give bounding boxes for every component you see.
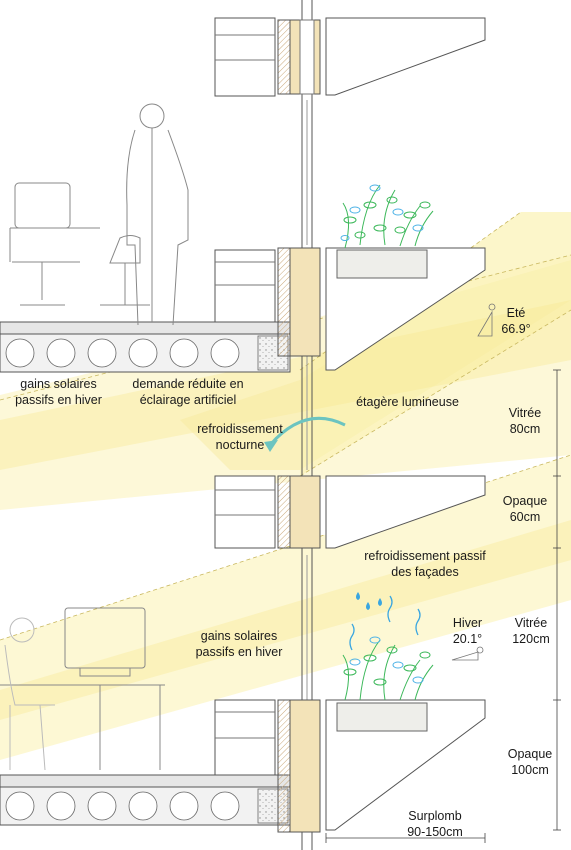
- person-seated: [4, 617, 55, 771]
- person-standing: [126, 103, 189, 326]
- water-drop-icon: [356, 592, 360, 600]
- label-facade-cooling: refroidissement passif des façades: [364, 549, 486, 579]
- planter-box-middle: [336, 249, 428, 279]
- fin-light-shelf: [325, 475, 486, 549]
- label-winter-angle: Hiver 20.1°: [452, 616, 483, 646]
- winter-sun-beam-top: [0, 255, 571, 510]
- label-opaque-60: Opaque 60cm: [502, 494, 548, 524]
- office-chair-swivel: [100, 235, 150, 306]
- office-chair-upper: [9, 182, 100, 306]
- wall-panel-opaque-100: [214, 699, 321, 833]
- label-reduced-lighting: demande réduite en éclairage artificiel: [132, 377, 244, 407]
- winter-angle-icon: [451, 651, 479, 661]
- label-summer-angle: Eté 66.9°: [501, 306, 531, 336]
- wall-panel-middle: [214, 247, 321, 357]
- wall-panel-opaque-60: [214, 475, 321, 549]
- sun-icon: [488, 303, 496, 311]
- vapor-arrow-icon: [387, 595, 393, 623]
- plants-middle: [340, 184, 434, 249]
- evaporation-icons: [349, 592, 421, 651]
- label-solar-gain-top: gains solaires passifs en hiver: [15, 377, 102, 407]
- dimension-line: [325, 369, 561, 843]
- night-cooling-arrow: [264, 416, 346, 452]
- angle-icons: [451, 303, 496, 661]
- floor-slab-upper: [0, 321, 291, 373]
- summer-angle-icon: [477, 310, 493, 337]
- summer-ray-2: [299, 309, 571, 477]
- label-overhang: Surplomb 90-150cm: [407, 809, 463, 839]
- water-drop-icon: [378, 598, 382, 606]
- planter-boxes: [336, 249, 428, 732]
- label-glazed-120: Vitrée 120cm: [512, 616, 550, 646]
- vapor-arrow-icon: [349, 623, 355, 651]
- water-drop-icon: [366, 602, 370, 610]
- sun-icon: [476, 646, 484, 654]
- winter-sun-beam-bottom: [0, 455, 571, 760]
- label-night-cooling: refroidissement nocturne: [197, 422, 283, 452]
- floor-slab-lower: [0, 774, 291, 826]
- label-opaque-100: Opaque 100cm: [507, 747, 553, 777]
- planter-box-bottom: [336, 702, 428, 732]
- wall-panel-top: [214, 17, 321, 97]
- winter-beam-bottom-core: [0, 520, 571, 720]
- desk-lower: [0, 607, 165, 770]
- label-light-shelf: étagère lumineuse: [356, 395, 459, 409]
- fin-planter-bottom: [325, 699, 486, 831]
- fin-top: [325, 17, 486, 96]
- plants-bottom: [342, 636, 434, 701]
- shading-fins: [325, 17, 486, 831]
- vapor-arrow-icon: [415, 608, 421, 636]
- label-solar-gain-bottom: gains solaires passifs en hiver: [195, 629, 283, 659]
- sun-rays: [0, 211, 571, 760]
- label-glazed-80: Vitrée 80cm: [508, 406, 542, 436]
